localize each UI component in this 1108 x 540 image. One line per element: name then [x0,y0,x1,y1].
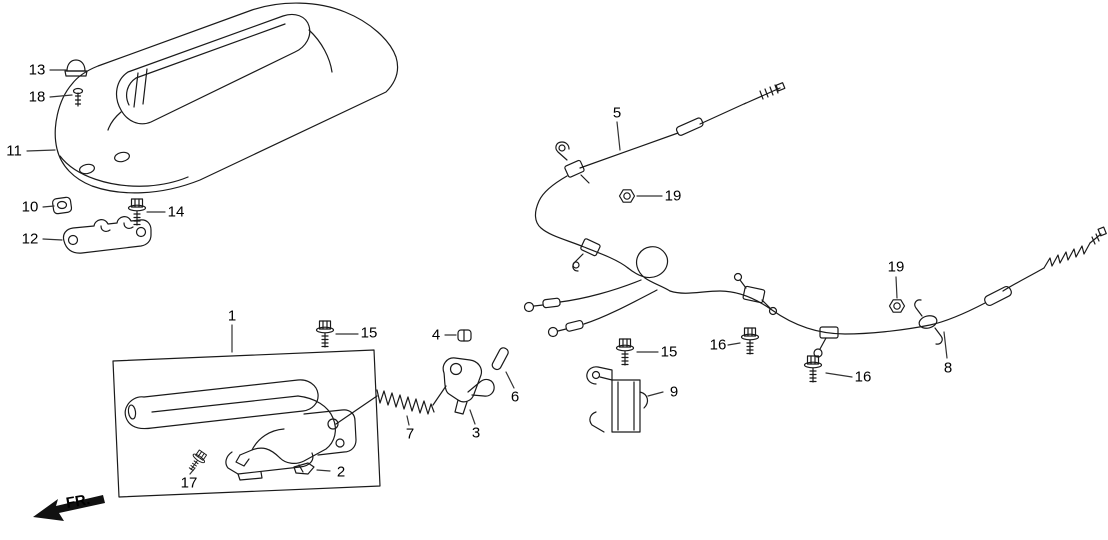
bolt-part-15-front [315,320,335,348]
part-number-label-1: 1 [227,307,237,325]
part-number-label-12: 12 [21,230,39,248]
part-number-label-10: 10 [21,198,39,216]
cap-part-13 [64,59,88,77]
part-number-label-2: 2 [336,463,346,481]
bracket-part-12 [62,216,152,254]
part-number-label-16: 16 [854,368,872,386]
part-number-label-3: 3 [471,424,481,442]
part-number-label-19: 19 [664,187,682,205]
part-number-label-5: 5 [612,104,622,122]
cable-junction [523,246,671,338]
console-garnish [54,2,399,194]
part-number-label-15: 15 [660,343,678,361]
rear-cable-part-5 [534,82,786,272]
part-number-label-8: 8 [943,359,953,377]
leader-lines [26,69,948,475]
part-number-label-19: 19 [887,258,905,276]
nut-part-19-lower [888,299,906,313]
part-number-label-4: 4 [431,326,441,344]
parking-brake-lever [124,379,378,481]
bolt-part-17 [184,448,210,474]
screw-part-18 [72,87,84,107]
nut-part-19-upper [618,189,636,203]
bolt-part-16-b [803,355,823,383]
part-number-label-16: 16 [709,336,727,354]
pin-part-6 [491,347,509,371]
rear-cable-part-8 [669,226,1107,358]
grommet-part-10 [52,196,73,215]
part-number-label-7: 7 [405,425,415,443]
part-number-label-18: 18 [28,88,46,106]
bolt-part-15-rear [615,338,635,366]
lever-assembly-box [112,349,381,498]
spring-part-7 [376,385,447,415]
part-number-label-9: 9 [669,383,679,401]
part-number-label-11: 11 [6,142,22,160]
clip-part-4 [457,329,472,342]
fr-direction-arrow [33,495,105,521]
bolt-part-16-a [740,327,760,355]
part-number-label-17: 17 [180,474,198,492]
part-number-label-15: 15 [360,324,378,342]
equalizer-link-part-3 [442,357,495,415]
part-number-label-6: 6 [510,388,520,406]
part-number-label-13: 13 [28,61,46,79]
cable-bracket-part-9 [586,366,649,433]
clip-part-2 [293,462,315,475]
part-number-label-14: 14 [167,203,185,221]
